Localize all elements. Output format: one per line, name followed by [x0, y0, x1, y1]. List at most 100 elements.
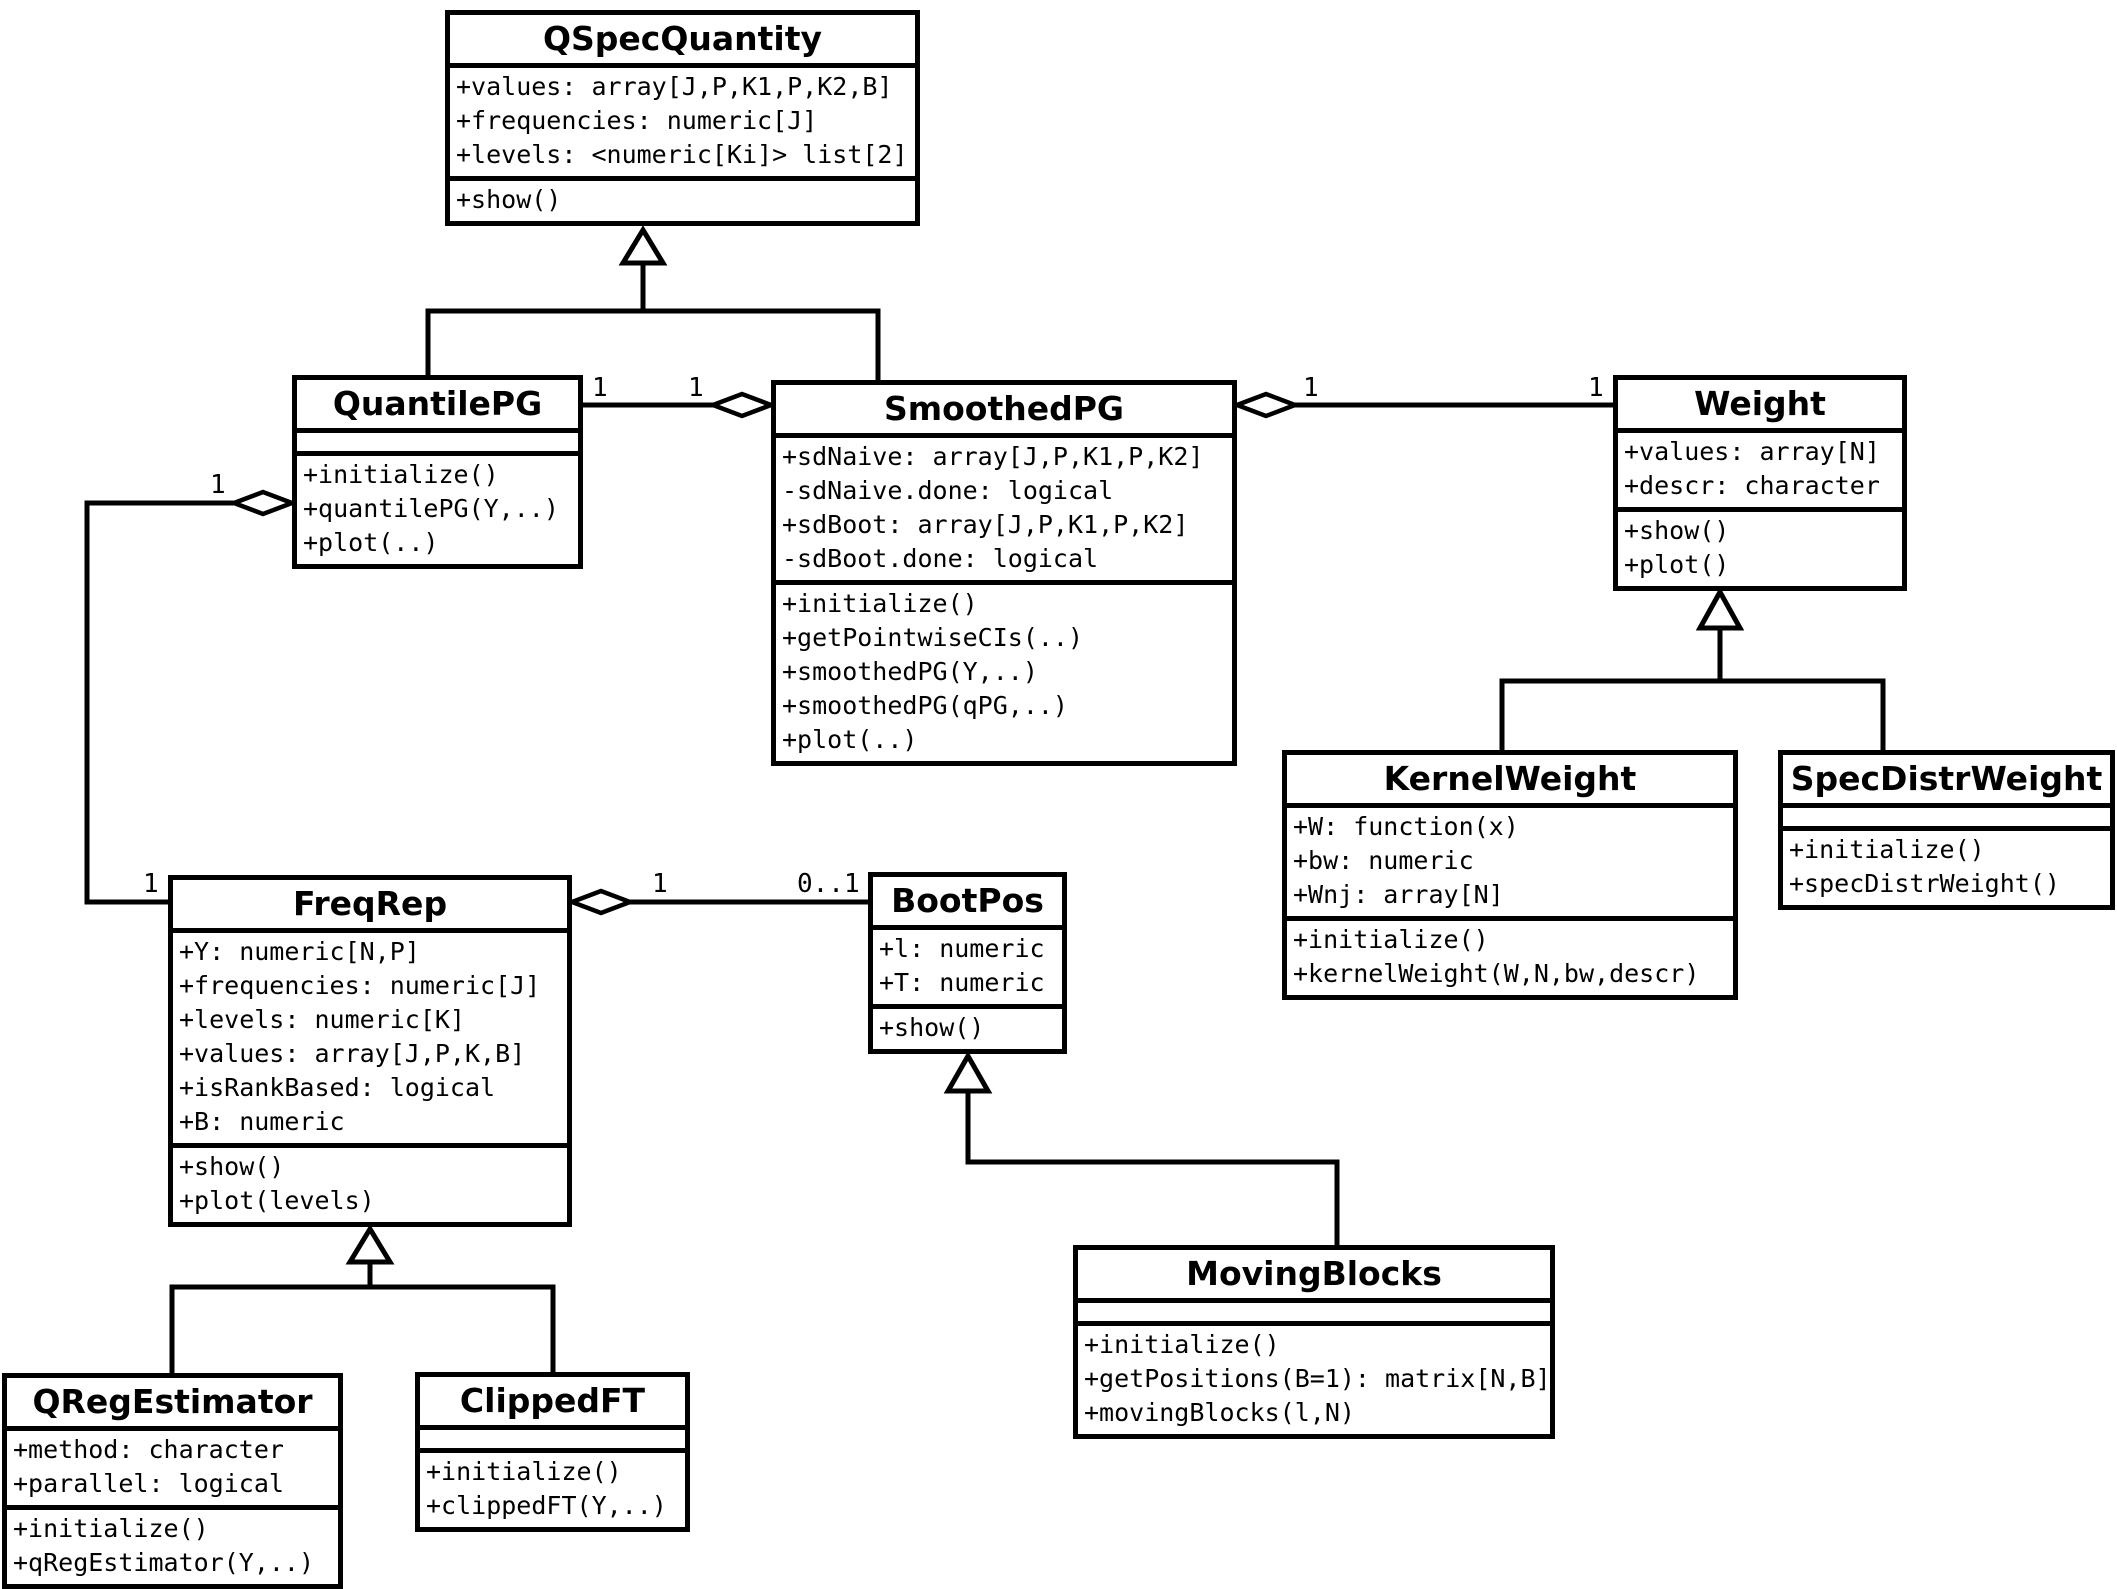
- method: +show(): [456, 185, 562, 214]
- generalization-weight: [1499, 586, 1886, 752]
- class-methods: +initialize() +clippedFT(Y,..): [420, 1448, 685, 1527]
- method: +quantilePG(Y,..): [303, 494, 559, 523]
- attribute: +Y: numeric[N,P]: [179, 937, 420, 966]
- multiplicity-label: 1: [143, 869, 159, 899]
- method: +plot(levels): [179, 1186, 375, 1215]
- method: +plot(..): [782, 725, 918, 754]
- method: +initialize(): [303, 460, 499, 489]
- generalization-qspecquantity: [425, 225, 881, 382]
- attribute: +W: function(x): [1293, 812, 1519, 841]
- class-name: QSpecQuantity: [450, 15, 915, 68]
- multiplicity-label: 0..1: [797, 869, 860, 899]
- attribute: +Wnj: array[N]: [1293, 880, 1504, 909]
- class-box-kernelweight: KernelWeight +W: function(x)+bw: numeric…: [1282, 750, 1738, 1000]
- attribute: +isRankBased: logical: [179, 1073, 496, 1102]
- multiplicity-label: 1: [652, 869, 668, 899]
- method: +qRegEstimator(Y,..): [13, 1548, 315, 1577]
- class-box-clippedft: ClippedFT +initialize() +clippedFT(Y,..): [415, 1372, 690, 1532]
- class-name: FreqRep: [173, 880, 567, 933]
- class-methods: +show() +plot(): [1618, 507, 1902, 586]
- method: +plot(): [1624, 550, 1730, 579]
- attribute: +parallel: logical: [13, 1469, 284, 1498]
- class-attributes: +values: array[J,P,K1,P,K2,B] +frequencie…: [450, 68, 915, 176]
- class-name: QuantilePG: [297, 380, 578, 433]
- class-attributes: +W: function(x) +bw: numeric +Wnj: array[N…: [1287, 808, 1733, 916]
- generalization-freqrep: [169, 1224, 556, 1375]
- method: +initialize(): [782, 589, 978, 618]
- class-name: ClippedFT: [420, 1377, 685, 1430]
- method: +getPointwiseCIs(..): [782, 623, 1084, 652]
- class-box-smoothedpg: SmoothedPG +sdNaive: array[J,P,K1,P,K2] -…: [771, 380, 1237, 766]
- method: +initialize(): [1789, 835, 1985, 864]
- aggregation-quantilepg-freqrep: [84, 489, 299, 905]
- class-attributes: [1783, 808, 2110, 826]
- class-attributes: [297, 433, 578, 451]
- class-methods: +show(): [450, 176, 915, 221]
- class-methods: +initialize() +specDistrWeight(): [1783, 826, 2110, 905]
- class-name: QRegEstimator: [7, 1378, 338, 1431]
- multiplicity-label: 1: [1588, 373, 1604, 403]
- multiplicity-label: 1: [1303, 373, 1319, 403]
- class-methods: +initialize() +kernelWeight(W,N,bw,descr): [1287, 916, 1733, 995]
- class-box-movingblocks: MovingBlocks +initialize() +getPositions(…: [1073, 1245, 1555, 1439]
- method: +smoothedPG(Y,..): [782, 657, 1038, 686]
- class-methods: +initialize() +quantilePG(Y,..) +plot(..): [297, 451, 578, 564]
- class-attributes: +l: numeric +T: numeric: [873, 930, 1062, 1004]
- aggregation-smoothedpg-weight: [1230, 391, 1613, 419]
- class-attributes: +sdNaive: array[J,P,K1,P,K2] -sdNaive.don…: [776, 438, 1232, 580]
- method: +clippedFT(Y,..): [426, 1491, 667, 1520]
- multiplicity-label: 1: [688, 373, 704, 403]
- method: +movingBlocks(l,N): [1084, 1398, 1355, 1427]
- attribute: +T: numeric: [879, 968, 1045, 997]
- method: +show(): [179, 1152, 285, 1181]
- attribute: +descr: character: [1624, 471, 1880, 500]
- association-quantilepg-smoothedpg: [583, 391, 778, 419]
- class-attributes: +Y: numeric[N,P] +frequencies: numeric[J]…: [173, 933, 567, 1143]
- class-box-qspecquantity: QSpecQuantity +values: array[J,P,K1,P,K2…: [445, 10, 920, 226]
- attribute: +levels: numeric[K]: [179, 1005, 465, 1034]
- generalization-bootpos: [943, 1050, 1340, 1247]
- class-attributes: [420, 1430, 685, 1448]
- class-name: SmoothedPG: [776, 385, 1232, 438]
- method: +initialize(): [1293, 925, 1489, 954]
- class-methods: +initialize() +getPositions(B=1): matrix[…: [1078, 1321, 1551, 1434]
- attribute: -sdNaive.done: logical: [782, 476, 1114, 505]
- class-box-freqrep: FreqRep +Y: numeric[N,P] +frequencies: nu…: [168, 875, 572, 1227]
- aggregation-freqrep-bootpos: [565, 888, 868, 916]
- class-attributes: +values: array[N]+descr: character: [1618, 433, 1902, 507]
- class-box-weight: Weight +values: array[N]+descr: characte…: [1613, 375, 1907, 591]
- attribute: +values: array[J,P,K1,P,K2,B]: [456, 72, 893, 101]
- class-name: BootPos: [873, 877, 1062, 930]
- method: +initialize(): [13, 1514, 209, 1543]
- method: +show(): [879, 1013, 985, 1042]
- method: +specDistrWeight(): [1789, 869, 2060, 898]
- class-methods: +show() +plot(levels): [173, 1143, 567, 1222]
- class-name: MovingBlocks: [1078, 1250, 1550, 1303]
- class-attributes: +method: character +parallel: logical: [7, 1431, 338, 1505]
- attribute: +bw: numeric: [1293, 846, 1474, 875]
- method: +plot(..): [303, 528, 439, 557]
- class-box-quantilepg: QuantilePG +initialize() +quantilePG(Y,..…: [292, 375, 583, 569]
- attribute: +frequencies: numeric[J]: [179, 971, 541, 1000]
- attribute: +sdBoot: array[J,P,K1,P,K2]: [782, 510, 1189, 539]
- attribute: +sdNaive: array[J,P,K1,P,K2]: [782, 442, 1204, 471]
- attribute: +l: numeric: [879, 934, 1045, 963]
- attribute: +B: numeric: [179, 1107, 345, 1136]
- method: +initialize(): [426, 1457, 622, 1486]
- attribute: +frequencies: numeric[J]: [456, 106, 818, 135]
- attribute: +method: character: [13, 1435, 284, 1464]
- method: +kernelWeight(W,N,bw,descr): [1293, 959, 1700, 988]
- attribute: +levels: <numeric[Ki]> list[2]: [456, 140, 908, 169]
- method: +getPositions(B=1): matrix[N,B]: [1084, 1364, 1551, 1393]
- class-methods: +initialize() +getPointwiseCIs(..) +smooth…: [776, 580, 1232, 761]
- method: +initialize(): [1084, 1330, 1280, 1359]
- class-box-specdistrweight: SpecDistrWeight +initialize() +specDistrW…: [1778, 750, 2115, 910]
- method: +smoothedPG(qPG,..): [782, 691, 1068, 720]
- method: +show(): [1624, 516, 1730, 545]
- class-name: SpecDistrWeight: [1783, 755, 2110, 808]
- class-attributes: [1078, 1303, 1550, 1321]
- class-methods: +show(): [873, 1004, 1062, 1049]
- attribute: +values: array[J,P,K,B]: [179, 1039, 526, 1068]
